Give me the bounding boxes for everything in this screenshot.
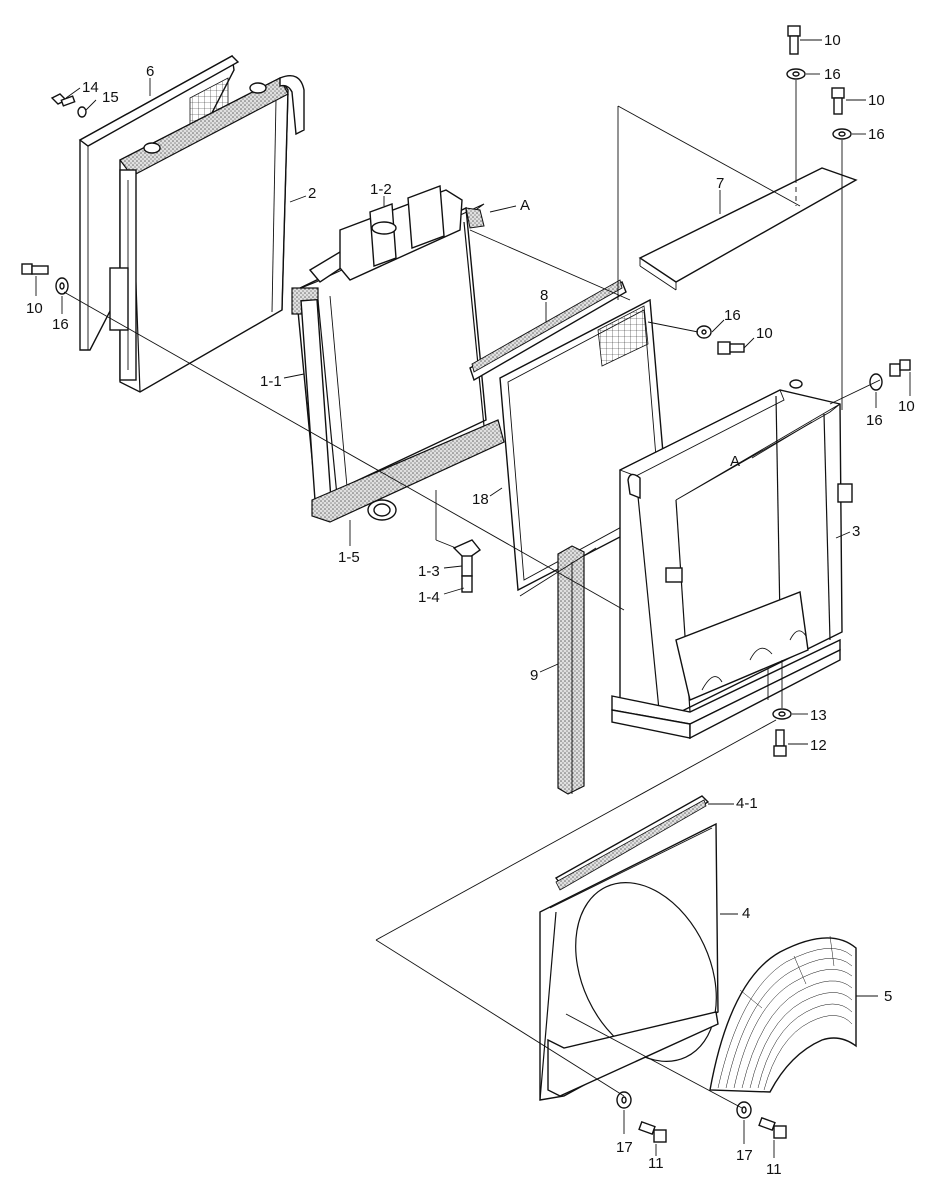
label-10-left: 10 — [26, 300, 43, 317]
label-10-right: 10 — [898, 398, 915, 415]
label-1-3: 1-3 — [418, 563, 440, 580]
label-14: 14 — [82, 79, 99, 96]
fastener-14-bolt — [50, 93, 76, 107]
label-13: 13 — [810, 707, 827, 724]
label-11-right: 11 — [766, 1161, 782, 1178]
label-16-top1: 16 — [824, 66, 841, 83]
part-3-shroud-frame — [611, 379, 853, 740]
fastener-10-bolt-top2 — [831, 87, 845, 115]
fastener-13-washer — [772, 708, 792, 720]
fastener-15-washer — [77, 106, 87, 118]
part-1-3-drain-valve — [452, 539, 482, 593]
label-17-left: 17 — [616, 1139, 633, 1156]
fastener-10-bolt-mid — [717, 341, 745, 355]
part-4-1-seal — [554, 795, 710, 891]
label-12: 12 — [810, 737, 827, 754]
label-leaders — [35, 39, 911, 1158]
label-10-top1: 10 — [824, 32, 841, 49]
label-6: 6 — [146, 63, 154, 80]
label-16-mid: 16 — [724, 307, 741, 324]
label-16-left: 16 — [52, 316, 69, 333]
fastener-16-washer-top1 — [786, 68, 806, 80]
label-18: 18 — [472, 491, 489, 508]
label-2: 2 — [308, 185, 316, 202]
fastener-16-washer-left — [55, 277, 69, 295]
part-1-radiator-core — [291, 185, 505, 523]
fastener-11-bolt-right — [758, 1116, 787, 1139]
label-7: 7 — [716, 175, 724, 192]
label-8: 8 — [540, 287, 548, 304]
label-11-left: 11 — [648, 1155, 664, 1172]
part-5-fan-guard — [709, 935, 857, 1093]
fastener-16-washer-top2 — [832, 128, 852, 140]
fastener-10-bolt-left — [21, 263, 49, 275]
part-9-foam-strip — [557, 545, 585, 795]
label-1-2: 1-2 — [370, 181, 392, 198]
label-A-right: A — [730, 453, 740, 470]
part-7-top-plate — [638, 167, 858, 291]
part-labels: 14 15 6 2 10 16 1-2 A 1-1 8 7 10 16 10 1… — [26, 32, 915, 1178]
label-16-right: 16 — [866, 412, 883, 429]
label-1-5: 1-5 — [338, 549, 360, 566]
label-16-top2: 16 — [868, 126, 885, 143]
fastener-16-washer-mid — [696, 325, 712, 339]
label-1-4: 1-4 — [418, 589, 440, 606]
part-4-fan-shroud — [539, 822, 719, 1101]
label-5: 5 — [884, 988, 892, 1005]
part-8-seal-strip — [469, 279, 627, 382]
fastener-10-bolt-top1 — [787, 25, 801, 55]
assembly-lines — [63, 80, 881, 1109]
label-10-top2: 10 — [868, 92, 885, 109]
label-A-top: A — [520, 197, 530, 214]
fastener-17-washer-left — [616, 1091, 632, 1109]
fastener-10-bolt-right — [889, 359, 911, 377]
label-17-right: 17 — [736, 1147, 753, 1164]
part-2-rear-radiator — [109, 75, 305, 393]
label-10-mid: 10 — [756, 325, 773, 342]
fastener-17-washer-right — [736, 1101, 752, 1119]
label-4-1: 4-1 — [736, 795, 758, 812]
label-9: 9 — [530, 667, 538, 684]
label-15: 15 — [102, 89, 119, 106]
fastener-11-bolt-left — [638, 1120, 667, 1143]
label-4: 4 — [742, 905, 750, 922]
fastener-12-bolt — [773, 729, 787, 757]
label-1-1: 1-1 — [260, 373, 282, 390]
label-3: 3 — [852, 523, 860, 540]
